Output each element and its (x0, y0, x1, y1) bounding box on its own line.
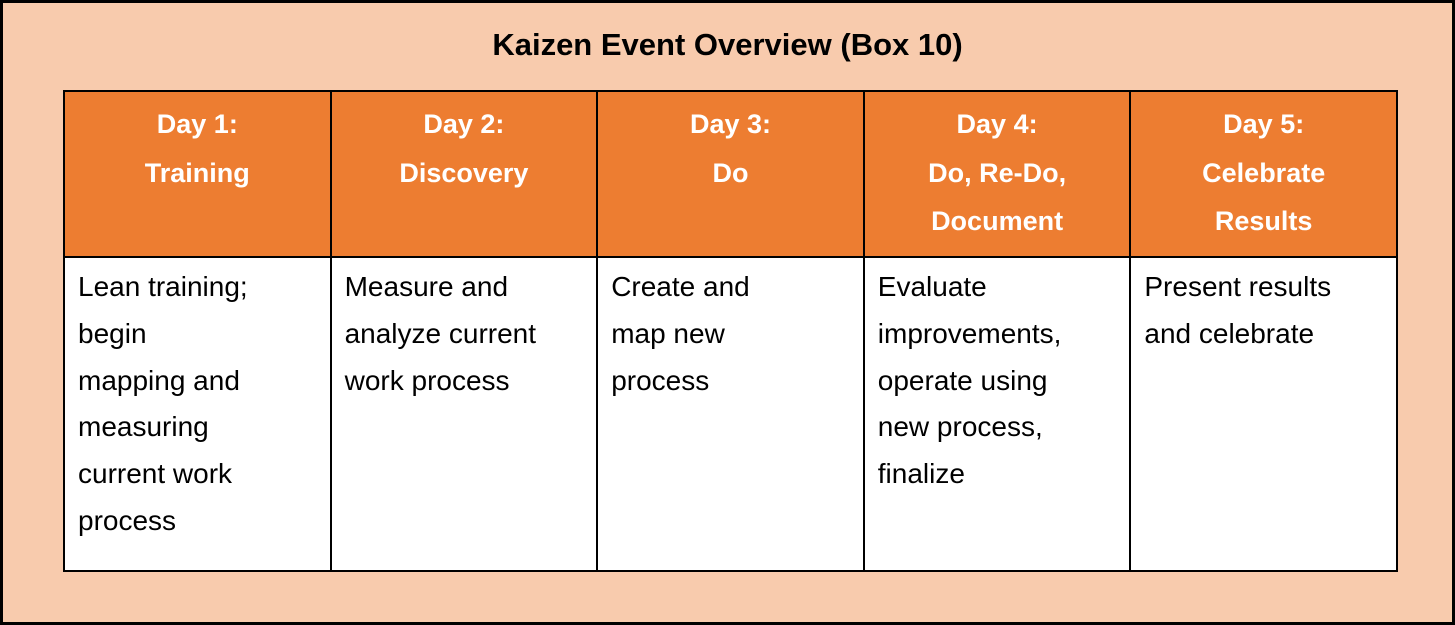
table-cell-day1-description: Lean training; begin mapping and measuri… (63, 256, 332, 572)
page-title: Kaizen Event Overview (Box 10) (492, 27, 963, 62)
table-header-day4-do-redo-document: Day 4: Do, Re-Do, Document (862, 90, 1132, 258)
table-header-day5-celebrate-results: Day 5: Celebrate Results (1129, 90, 1398, 258)
table-header-day1-training: Day 1: Training (63, 90, 332, 258)
table-cell-day5-description: Present results and celebrate (1129, 256, 1398, 572)
table-body-row: Lean training; begin mapping and measuri… (63, 256, 1398, 572)
table-header-row-group: Day 1: Training Day 2: Discovery Day 3: … (63, 90, 1398, 258)
table-header-day2-discovery: Day 2: Discovery (329, 90, 599, 258)
table-header-row: Day 1: Training Day 2: Discovery Day 3: … (63, 90, 1398, 258)
table-cell-day2-description: Measure and analyze current work process (329, 256, 599, 572)
table-body-row-group: Lean training; begin mapping and measuri… (63, 256, 1398, 572)
table-cell-day3-description: Create and map new process (596, 256, 865, 572)
kaizen-event-table: Day 1: Training Day 2: Discovery Day 3: … (63, 90, 1398, 572)
table-header-day3-do: Day 3: Do (596, 90, 865, 258)
table-cell-day4-description: Evaluate improvements, operate using new… (862, 256, 1132, 572)
